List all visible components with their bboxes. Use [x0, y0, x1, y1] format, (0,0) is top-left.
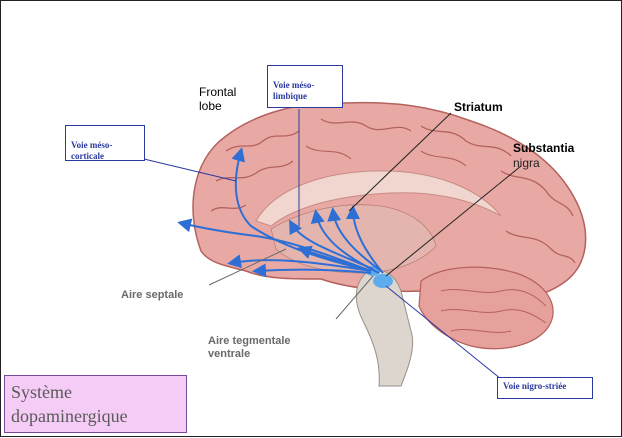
aire-septale-label: Aire septale: [121, 289, 183, 302]
striatum-label: Striatum: [454, 100, 503, 114]
title-box: Système dopaminergique: [4, 375, 187, 433]
nigra-label: nigra: [513, 156, 540, 170]
meso-corticale-box: Voie méso- corticale: [65, 125, 145, 161]
meso-corticale-label: Voie méso- corticale: [71, 140, 112, 161]
nigro-striee-label: Voie nigro-striée: [503, 381, 566, 391]
nigro-striee-box: Voie nigro-striée: [497, 377, 593, 399]
slide-title: Système dopaminergique: [11, 382, 128, 426]
substantia-label: Substantia: [513, 141, 574, 155]
aire-tegmentale-label: Aire tegmentale ventrale: [208, 335, 291, 361]
meso-limbique-label: Voie méso- limbique: [273, 80, 314, 101]
substantia-nigra-nucleus: [373, 274, 393, 288]
frontal-lobe-label: Frontal lobe: [199, 85, 236, 113]
meso-limbique-box: Voie méso- limbique: [267, 65, 343, 108]
